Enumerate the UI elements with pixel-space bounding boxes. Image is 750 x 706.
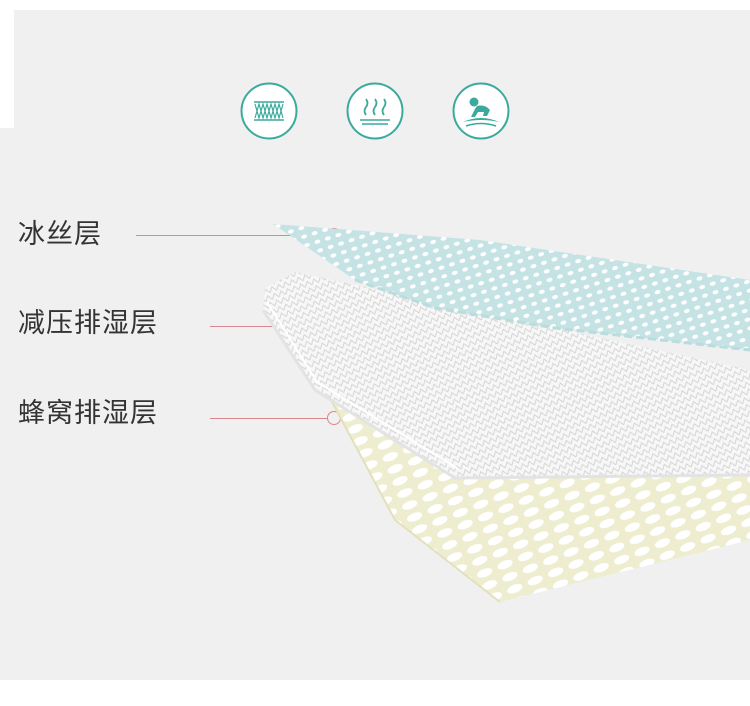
white-notch: [0, 10, 14, 128]
leader-line-decompression: [210, 326, 328, 327]
baby-crawling-icon: [452, 82, 510, 140]
feature-icon-row: [240, 82, 512, 142]
leader-line-honeycomb: [210, 418, 328, 419]
label-honeycomb-layer: 蜂窝排湿层: [18, 398, 158, 429]
breathable-heat-icon: [346, 82, 404, 140]
mattress-layers-illustration: [255, 210, 750, 610]
decompression-layer-shape: [261, 272, 750, 480]
label-decompression-layer: 减压排湿层: [18, 308, 158, 339]
label-cool-silk-layer: 冰丝层: [18, 219, 102, 250]
spring-mesh-icon: [240, 82, 298, 140]
leader-line-cool-silk: [136, 235, 328, 236]
cool-silk-layer-shape: [273, 224, 750, 352]
product-stage: 冰丝层 减压排湿层 蜂窝排湿层: [0, 10, 750, 680]
